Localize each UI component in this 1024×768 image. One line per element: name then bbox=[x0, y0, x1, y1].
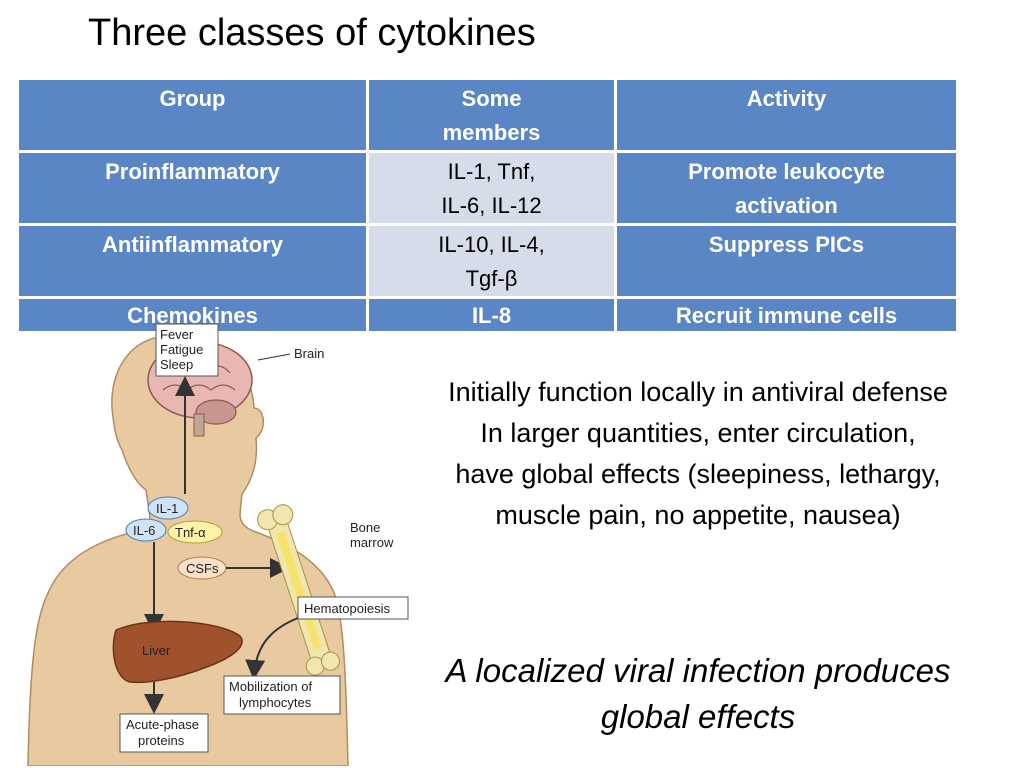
acute-phase-label: proteins bbox=[138, 733, 185, 748]
description-line: have global effects (sleepiness, letharg… bbox=[455, 459, 941, 489]
cell-group: Antiinflammatory bbox=[16, 223, 369, 299]
description-line: In larger quantities, enter circulation, bbox=[480, 418, 916, 448]
conclusion-line: global effects bbox=[600, 698, 796, 735]
header-activity: Activity bbox=[614, 77, 959, 153]
body-silhouette bbox=[27, 335, 349, 766]
description-line: Initially function locally in antiviral … bbox=[448, 377, 948, 407]
liver-label: Liver bbox=[142, 643, 171, 658]
cell-activity: Suppress PICs bbox=[614, 223, 959, 299]
table-header-row: Group Some members Activity bbox=[16, 77, 959, 153]
header-group: Group bbox=[16, 77, 369, 153]
tnf-label: Tnf-α bbox=[175, 525, 206, 540]
table-row: Antiinflammatory IL-10, IL-4, Tgf-β Supp… bbox=[16, 223, 959, 299]
description-text: Initially function locally in antiviral … bbox=[398, 372, 998, 536]
slide-title: Three classes of cytokines bbox=[88, 12, 536, 54]
cell-group: Proinflammatory bbox=[16, 150, 369, 226]
conclusion-text: A localized viral infection produces glo… bbox=[398, 648, 998, 740]
table-row: Chemokines IL-8 Recruit immune cells bbox=[16, 296, 959, 334]
conclusion-line: A localized viral infection produces bbox=[445, 652, 951, 689]
hematopoiesis-box bbox=[297, 596, 409, 620]
bone-marrow-label: Bone bbox=[350, 520, 380, 535]
hematopoiesis-label: Hematopoiesis bbox=[304, 601, 390, 616]
brain-label: Brain bbox=[294, 346, 324, 361]
cytokine-table: Group Some members Activity Proinflammat… bbox=[16, 77, 959, 334]
il1-label: IL-1 bbox=[156, 501, 178, 516]
il1-bubble bbox=[147, 496, 189, 520]
symptoms-box bbox=[155, 323, 219, 377]
cell-activity: Recruit immune cells bbox=[614, 296, 959, 334]
tnf-bubble bbox=[167, 520, 223, 544]
il6-label: IL-6 bbox=[133, 523, 155, 538]
cell-members: IL-10, IL-4, Tgf-β bbox=[366, 223, 617, 299]
description-line: muscle pain, no appetite, nausea) bbox=[495, 500, 901, 530]
table-row: Proinflammatory IL-1, Tnf, IL-6, IL-12 P… bbox=[16, 150, 959, 226]
mobilization-label: Mobilization of bbox=[229, 679, 312, 694]
bone-icon bbox=[257, 504, 340, 676]
symptom-label: Fever bbox=[160, 327, 194, 342]
csfs-label: CSFs bbox=[186, 561, 219, 576]
bone-marrow-label: marrow bbox=[350, 535, 394, 550]
acute-phase-label: Acute-phase bbox=[126, 717, 199, 732]
cell-activity: Promote leukocyte activation bbox=[614, 150, 959, 226]
mobilization-label: lymphocytes bbox=[239, 695, 312, 710]
il6-bubble bbox=[125, 518, 167, 542]
cell-members: IL-1, Tnf, IL-6, IL-12 bbox=[366, 150, 617, 226]
cytokine-effects-figure: Brain Fever Fatigue Sleep IL-1 IL-6 Tnf-… bbox=[27, 323, 409, 766]
acute-phase-box bbox=[119, 713, 209, 753]
mobilization-box bbox=[223, 675, 341, 715]
liver-icon bbox=[112, 620, 243, 684]
header-members: Some members bbox=[366, 77, 617, 153]
symptom-label: Sleep bbox=[160, 357, 193, 372]
symptom-label: Fatigue bbox=[160, 342, 203, 357]
cell-members: IL-8 bbox=[366, 296, 617, 334]
